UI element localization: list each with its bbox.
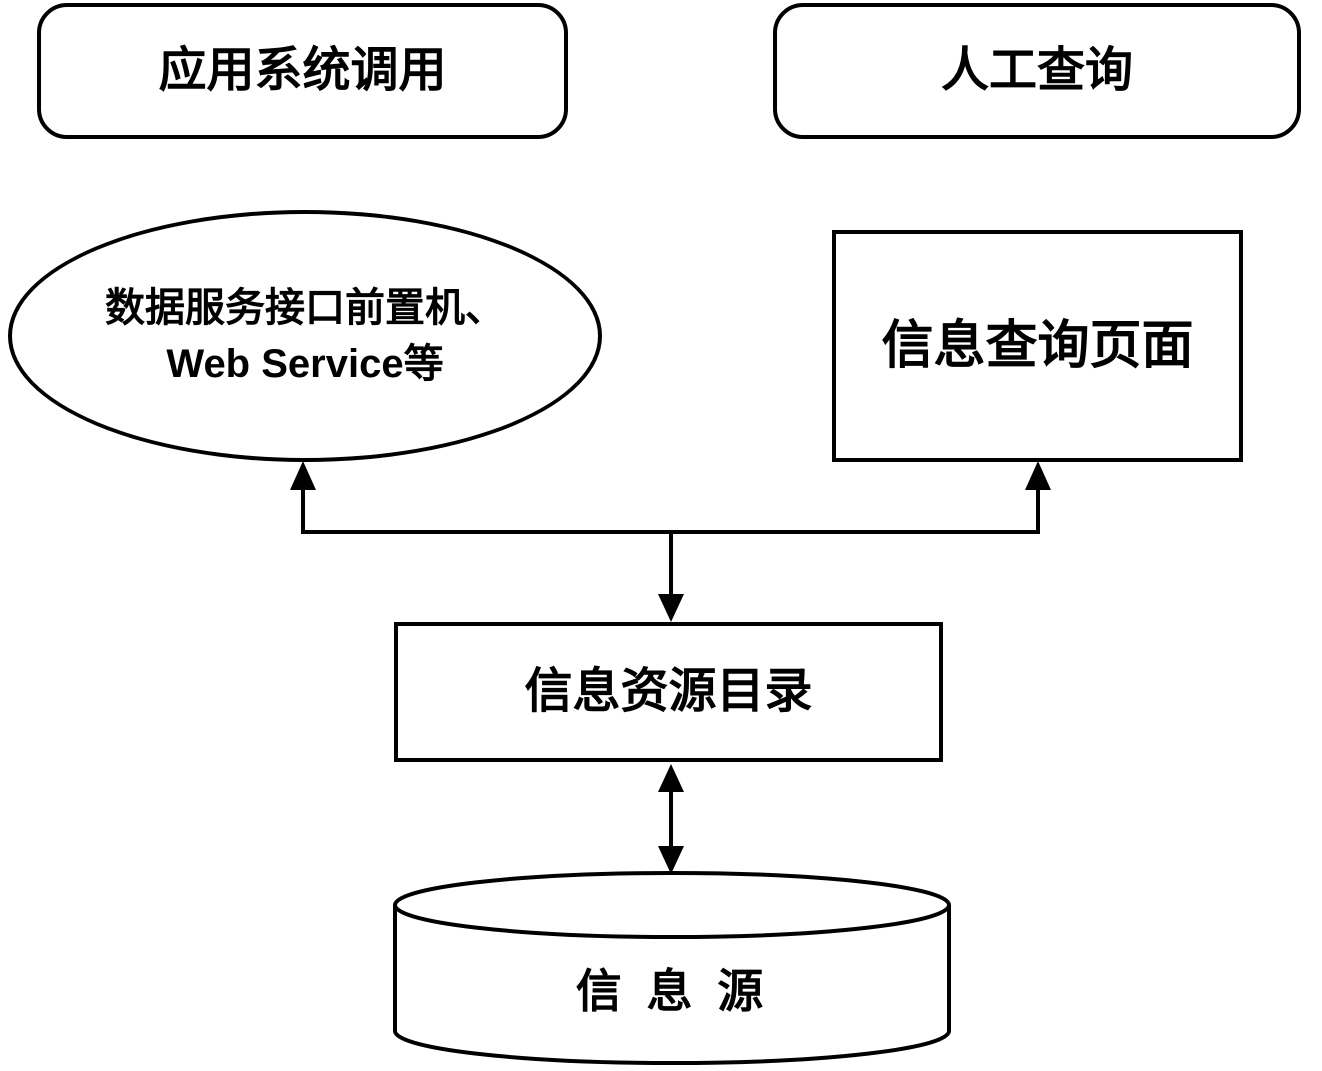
- node-data-service-frontend: 数据服务接口前置机、 Web Service等: [8, 210, 602, 462]
- arrow-to-resource-catalog-icon: [658, 594, 684, 622]
- node-info-resource-catalog: 信息资源目录: [394, 622, 943, 762]
- arrow-to-data-service-icon: [290, 461, 316, 490]
- node-app-system-call-label: 应用系统调用: [158, 44, 447, 98]
- node-data-service-frontend-label-line2: Web Service等: [166, 342, 444, 386]
- node-manual-query: 人工查询: [773, 3, 1301, 139]
- arrow-to-info-query-page-icon: [1025, 461, 1051, 490]
- node-data-service-frontend-label-line1: 数据服务接口前置机、: [105, 286, 505, 330]
- info-source-cylinder: [393, 871, 951, 1065]
- node-app-system-call: 应用系统调用: [37, 3, 568, 139]
- node-info-resource-catalog-label: 信息资源目录: [524, 665, 813, 719]
- node-info-query-page: 信息查询页面: [832, 230, 1243, 462]
- node-info-source-label: 信 息 源: [575, 964, 770, 1017]
- node-manual-query-label: 人工查询: [940, 44, 1133, 98]
- node-info-query-page-label: 信息查询页面: [881, 316, 1194, 375]
- arrow-catalog-info-source-bidirectional: [658, 764, 684, 874]
- trunk-connector: [301, 486, 1040, 598]
